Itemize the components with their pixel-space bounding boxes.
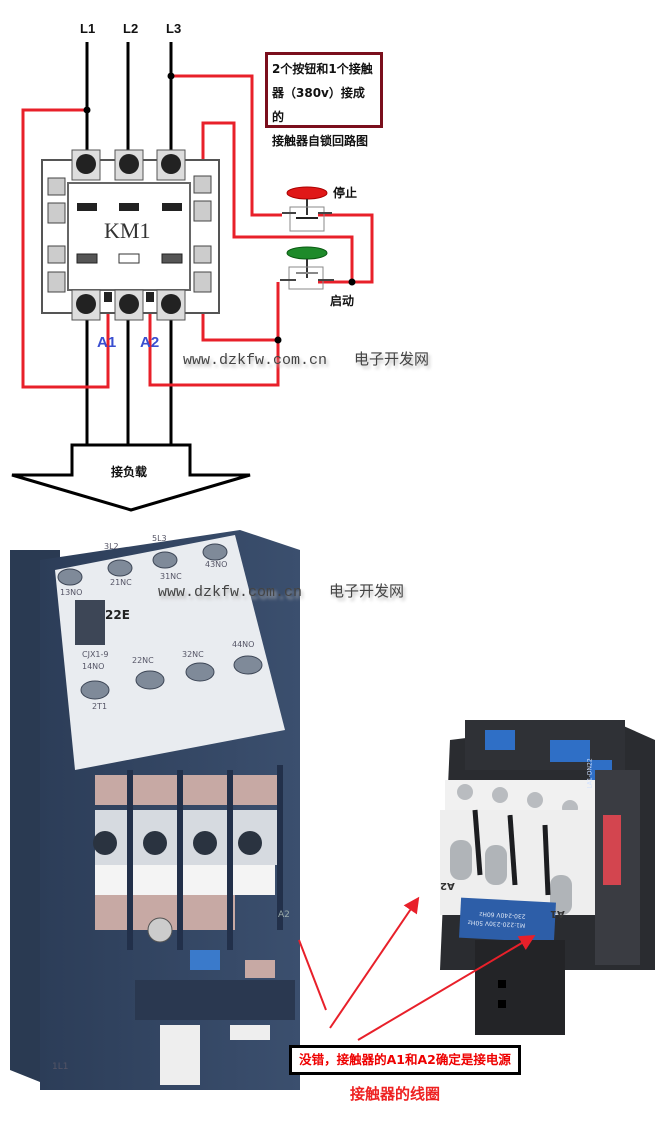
left-contactor-drawing [10,530,300,1090]
phase-label-l1: L1 [80,21,96,36]
photo-left-contactor: 1L1 3L2 5L3 13NO 21NC 31NC 43NO 22E CJX1… [0,530,300,1100]
stop-button [282,186,332,232]
aux-terminals [47,175,212,293]
load-arrow [11,443,251,512]
phase-label-l2: L2 [123,21,139,36]
contactor-km1 [41,149,220,321]
aux-label-22nc: 22NC [132,656,154,665]
annotation-caption: 接触器的线圈 [349,1085,440,1103]
wire-to-a2 [148,305,280,387]
annotation-note: 没错，接触器的A1和A2确定是接电源 [289,1045,521,1075]
start-label: 启动 [330,294,355,308]
title-line: 接触器自锁回路图 [272,134,369,148]
coil-plate: M1:220-230V 50Hz 230-240V 60Hz [468,909,526,930]
model-label: CJX1-9 [82,650,109,659]
title-line: 2个按钮和1个接触 [272,62,373,76]
aux-label-14no: 14NO [82,662,105,671]
aux-label-32nc: 32NC [182,650,204,659]
diagram-title-box: 2个按钮和1个接触 器（380v）接成的 接触器自锁回路图 [265,52,383,148]
power-lines [85,42,173,445]
bottom-terminals [71,289,186,321]
coil-mark-a1: A1 [550,908,565,919]
junction-dot [348,278,356,286]
arrow-to-left-a2 [298,939,327,1011]
watermark-site: 电子开发网 [354,352,430,369]
coil-mark-a2: A2 [278,910,290,920]
aux-label-21nc: 21NC [110,578,132,587]
junctions [83,72,356,344]
wire-l1-to-a1 [21,108,110,389]
contactor-label: KM1 [104,218,151,243]
title-line: 器（380v）接成的 [272,86,365,124]
right-contactor-drawing [440,720,655,1035]
wiring-diagram [11,42,374,512]
aux-block-label: LA1-DN22 [586,758,594,789]
junction-dot [167,72,175,80]
watermark: www.dzkfw.com.cn 电子开发网 [183,348,429,369]
watermark-site: 电子开发网 [329,584,405,601]
arrow-to-right-a2 [329,896,420,1029]
stop-label: 停止 [333,186,358,200]
top-terminals [71,149,186,181]
aux-label-44no: 44NO [232,640,255,649]
contact-bars [76,203,183,264]
junction-dot [274,336,282,344]
label-5l3: 5L3 [152,534,167,543]
aux-label-43no: 43NO [205,560,228,569]
watermark: www.dzkfw.com.cn 电子开发网 [158,580,404,601]
coil-mark-a2: A2 [440,880,455,891]
module-label: 22E [105,608,130,622]
aux-label-13no: 13NO [60,588,83,597]
phase-label-l3: L3 [166,21,182,36]
label-1l1: 1L1 [52,1062,69,1072]
coil-label-a2: A2 [140,334,160,351]
photo-right-contactor: A2 A1 M1:220-230V 50Hz 230-240V 60Hz LA1… [410,700,660,1040]
coil-label-a1: A1 [97,334,117,351]
watermark-url: www.dzkfw.com.cn [183,352,328,369]
aux-label-31nc: 31NC [160,572,182,581]
label-3l2: 3L2 [104,542,119,551]
bottom-terminal-label: 2T1 [92,702,108,711]
start-button [280,246,334,290]
load-label: 接负载 [111,465,148,479]
wire-l3-to-stop [171,74,282,217]
watermark-url: www.dzkfw.com.cn [158,584,303,601]
wire-stop-to-start [318,213,374,284]
junction-dot [83,106,91,114]
